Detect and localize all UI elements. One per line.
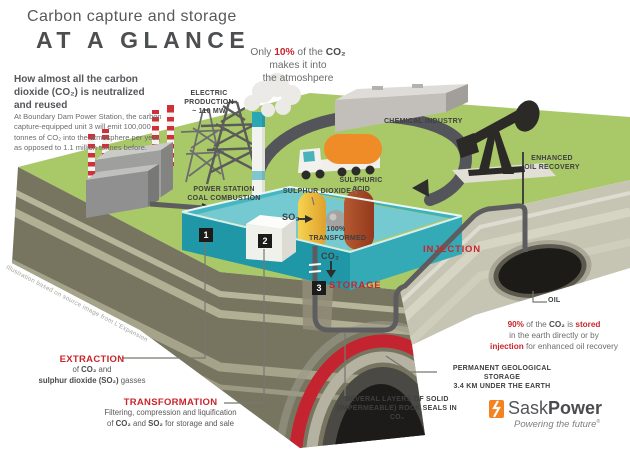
label-injection: INJECTION [423,244,481,255]
page-title: AT A GLANCE [36,27,251,53]
brand-name: SaskPower [508,398,603,418]
saskpower-logo: SaskPower Powering the future® [489,399,602,430]
tanker-truck-icon [298,134,382,180]
pump-jack-icon [452,100,556,204]
label-chemical-industry: CHEMICAL INDUSTRY [384,118,463,125]
intro-body: At Boundary Dam Power Station, the carbo… [14,112,162,153]
extraction-block: EXTRACTION of CO₂ and sulphur dioxide (S… [28,354,156,386]
step-badge-2: 2 [258,234,272,248]
label-connectors [122,186,547,404]
page-kicker: Carbon capture and storage [27,8,237,25]
label-oil: OIL [548,297,561,304]
intro-heading: How almost all the carbon dioxide (CO₂) … [14,74,145,111]
label-permanent-storage: PERMANENT GEOLOGICAL STORAGE 3.4 KM UNDE… [452,365,552,390]
label-power-station: POWER STATION COAL COMBUSTION [187,186,261,202]
capture-pool [181,185,463,290]
co2-arrow-icon [326,261,336,278]
atmosphere-note: Only 10% of the CO₂ makes it into the at… [250,47,346,85]
chemical-plant-building [335,84,468,132]
sulphuric-acid-tank [344,190,374,250]
road-loop [252,109,473,206]
sulphur-dioxide-tank [298,192,326,250]
atmosphere-percent: 10% [274,47,295,58]
label-transformed: 100% TRANSFORMED [309,226,367,242]
label-enhanced-oil-recovery: ENHANCED OIL RECOVERY [524,155,580,171]
smoke-cloud [244,73,301,117]
so2-arrow-icon [298,215,313,223]
power-plant-building [86,142,173,218]
transformation-title: TRANSFORMATION [123,397,218,408]
injection-pipe [308,203,528,333]
storage-note: 90% of the CO₂ is stored in the earth di… [490,320,618,352]
label-so2: SO₂ [282,212,300,222]
step-badge-3: 3 [312,281,326,295]
brand-tagline: Powering the future® [514,418,601,431]
label-sulphuric-acid: SULPHURIC ACID [339,177,383,193]
oil-deposit [488,240,592,302]
transformation-block: TRANSFORMATION Filtering, compression an… [83,397,258,429]
label-electric-production: ELECTRIC PRODUCTION ~ 110 MW [184,90,234,115]
smokestack [252,112,265,205]
transmission-towers-icon [180,100,266,185]
extraction-title: EXTRACTION [59,354,125,365]
step-badge-1: 1 [199,228,213,242]
saskpower-logo-icon [489,400,504,418]
storage-dome [275,321,425,448]
label-sulphur-dioxide: SULPHUR DIOXIDE [282,188,352,195]
road-direction-arrow-icon [412,179,429,197]
label-rock-seals: SEVERAL LAYERS OF SOLID (IMPERMEABLE) RO… [337,396,457,421]
label-co2: CO₂ [321,251,340,261]
label-storage: STORAGE [329,280,382,291]
